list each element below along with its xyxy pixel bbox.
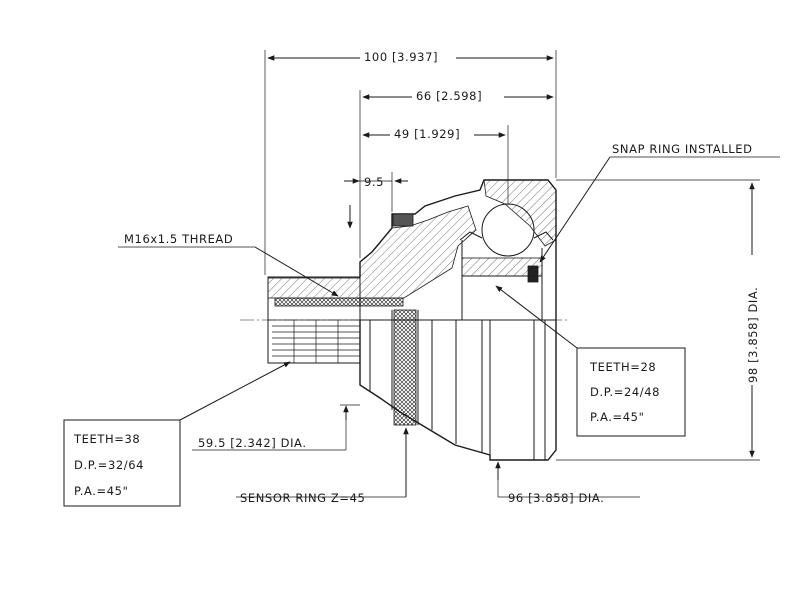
spec-outer-line-1: TEETH=38	[73, 432, 140, 446]
callout-thread: M16x1.5 THREAD	[118, 232, 339, 297]
dim-96-dia: 96 [3.858] DIA.	[495, 461, 640, 505]
spec-inner-line-1: TEETH=28	[589, 360, 656, 374]
spec-outer-line-2: D.P.=32/64	[74, 458, 144, 472]
snap-ring-label: SNAP RING INSTALLED	[612, 142, 753, 156]
sensor-ring	[393, 309, 417, 426]
callout-sensor-ring: SENSOR RING Z=45	[236, 427, 409, 505]
spec-outer-line-3: P.A.=45"	[74, 484, 128, 498]
dim-66: 66 [2.598]	[359, 88, 554, 258]
joint-body	[267, 179, 557, 461]
dim-49: 49 [1.929]	[362, 125, 509, 204]
spec-inner-line-3: P.A.=45"	[590, 410, 644, 424]
dim-100-label: 100 [3.937]	[364, 50, 438, 64]
dim-49-label: 49 [1.929]	[394, 127, 460, 141]
dim-66-label: 66 [2.598]	[416, 89, 482, 103]
dim-59-5-dia: 59.5 [2.342] DIA.	[192, 404, 360, 451]
dim-9-5: 9.5	[344, 172, 408, 229]
sensor-ring-label: SENSOR RING Z=45	[240, 491, 365, 505]
spec-box-inner: TEETH=28 D.P.=24/48 P.A.=45"	[495, 285, 686, 437]
shaft-splines	[268, 319, 360, 363]
spec-box-outer: TEETH=38 D.P.=32/64 P.A.=45"	[63, 361, 291, 507]
callout-snap-ring: SNAP RING INSTALLED	[539, 142, 780, 263]
dim-59-5-label: 59.5 [2.342] DIA.	[198, 436, 307, 450]
dim-100: 100 [3.937]	[264, 49, 557, 275]
dim-98-dia: 98 [3.858] DIA.	[556, 179, 760, 461]
spec-inner-line-2: D.P.=24/48	[590, 385, 660, 399]
dim-96-label: 96 [3.858] DIA.	[508, 491, 604, 505]
dim-98-label: 98 [3.858] DIA.	[746, 287, 760, 383]
thread-label: M16x1.5 THREAD	[124, 232, 233, 246]
dim-9-5-label: 9.5	[364, 175, 384, 189]
